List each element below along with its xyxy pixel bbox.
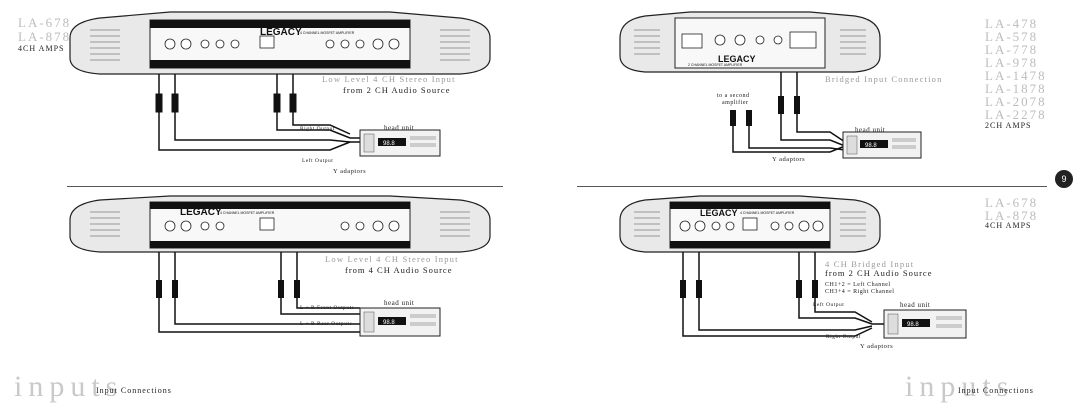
front-outputs-label: L + R Front Outputs [300,305,355,311]
left-output-label: Left Output [302,158,334,164]
amp-brand-label: LEGACY [180,207,222,218]
footer-input-connections: Input Connections [958,386,1034,395]
model-label: LA-1878 [985,81,1047,96]
model-list: LA-478 LA-578 LA-778 LA-978 LA-1478 LA-1… [985,17,1047,130]
amp-type-label: 4CH AMPS [18,44,65,53]
amp-subtitle: 2 CHANNEL MOSFET AMPLIFIER [688,63,743,67]
model-label: LA-978 [985,55,1039,70]
right-output-label: Right Output [826,334,861,340]
caption-line1: Low Level 4 CH Stereo Input [325,254,459,264]
second-amp-label-line2: amplifier [722,100,749,106]
footer-inputs-big: inputs [905,370,1015,403]
right-output-label: Right Output [300,126,335,132]
model-label-la878: LA-878 [985,208,1039,223]
amp-brand-label: LEGACY [260,27,302,38]
head-unit-display: 98.8 [907,322,919,328]
amplifier-image: LEGACY 4 CHANNEL MOSFET AMPLIFIER [69,11,491,75]
amp-subtitle: 4 CHANNEL MOSFET AMPLIFIER [300,31,355,35]
caption: Bridged Input Connection [825,74,943,84]
model-label-la678: LA-678 [985,195,1039,210]
head-unit-image: 98.8 [883,309,967,339]
caption-line2: from 4 CH Audio Source [345,265,453,275]
model-label: LA-1478 [985,68,1047,83]
y-adaptors-label: Y adaptors [772,156,806,163]
page-number-badge: 9 [1055,170,1073,188]
model-label: LA-778 [985,42,1039,57]
amp-subtitle: 4 CHANNEL MOSFET AMPLIFIER [220,211,275,215]
section-divider-left [67,186,503,187]
head-unit-image: 98.8 [842,131,922,159]
head-unit-image: 98.8 [359,129,441,157]
second-amp-label-line1: to a second [717,93,750,99]
diagram-4ch-source: LEGACY 4 CHANNEL MOSFET AMPLIFIER 98.8 [69,195,491,337]
head-unit-label: head unit [855,126,886,134]
amp-type-label: 4CH AMPS [985,221,1032,230]
caption-line1: 4 CH Bridged Input [825,259,915,269]
model-label: LA-2078 [985,94,1047,109]
amplifier-image: LEGACY 2 CHANNEL MOSFET AMPLIFIER [619,11,881,73]
head-unit-display: 98.8 [865,143,877,149]
head-unit-image: 98.8 [359,307,441,337]
amplifier-image: LEGACY 4 CHANNEL MOSFET AMPLIFIER [69,195,491,253]
model-label-la678: LA-678 [18,15,72,30]
head-unit-label: head unit [384,124,415,132]
amp-brand-label: LEGACY [700,208,738,218]
head-unit-display: 98.8 [383,320,395,326]
section-divider-right [577,186,1047,187]
amplifier-image: LEGACY 4 CHANNEL MOSFET AMPLIFIER [619,195,881,253]
y-adaptors-label: Y adaptors [333,168,367,175]
y-adaptors-label: Y adaptors [860,343,894,350]
caption-line1: Low Level 4 CH Stereo Input [322,74,456,84]
head-unit-label: head unit [384,299,415,307]
footer-inputs-big: inputs [14,370,124,403]
channel-note-line1: CH1+2 = Left Channel [825,282,891,288]
left-output-label: Left Output [813,302,845,308]
model-label-la878: LA-878 [18,29,72,44]
diagram-4ch-bridged: LEGACY 4 CHANNEL MOSFET AMPLIFIER 98.8 [619,195,967,339]
diagram-bridged-input: LEGACY 2 CHANNEL MOSFET AMPLIFIER 98.8 [619,11,922,159]
model-label: LA-478 [985,16,1039,31]
amp-type-label: 2CH AMPS [985,121,1032,130]
caption-line2: from 2 CH Audio Source [343,85,451,95]
caption-line2: from 2 CH Audio Source [825,268,933,278]
head-unit-display: 98.8 [383,141,395,147]
rear-outputs-label: L + R Rear Outputs [300,321,353,327]
amp-subtitle: 4 CHANNEL MOSFET AMPLIFIER [740,211,795,215]
model-label: LA-578 [985,29,1039,44]
channel-note-line2: CH3+4 = Right Channel [825,289,895,295]
diagram-2ch-source: LEGACY 4 CHANNEL MOSFET AMPLIFIER 98.8 [69,11,491,157]
head-unit-label: head unit [900,301,931,309]
footer-input-connections: Input Connections [96,386,172,395]
amp-brand-label: LEGACY [718,54,756,64]
model-label: LA-2278 [985,107,1047,122]
